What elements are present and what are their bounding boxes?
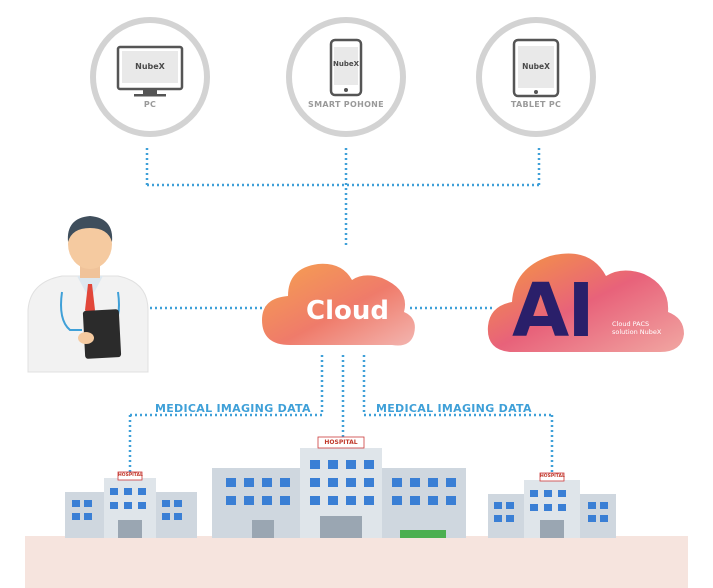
smartphone-label: SMART POHONE	[308, 100, 384, 109]
hospital-left	[65, 471, 197, 538]
device-smartphone	[286, 17, 406, 137]
hospital-sign-center: HOSPITAL	[324, 439, 358, 446]
pc-label: PC	[143, 100, 157, 109]
hospital-sign-right: HOSPITAL	[540, 474, 565, 479]
hospital-center	[212, 436, 466, 538]
ai-caption-line1: Cloud PACS	[612, 320, 650, 328]
hospital-right	[488, 472, 616, 538]
data-flow-right-label: MEDICAL IMAGING DATA	[376, 402, 532, 415]
ai-caption-line2: solution NubeX	[612, 328, 662, 336]
device-pc	[90, 17, 210, 137]
cloud-shape	[262, 263, 415, 346]
ai-cloud-shape	[487, 253, 684, 352]
pc-screen-text: NubeX	[135, 62, 165, 71]
hospital-sign-left: HOSPITAL	[118, 473, 143, 478]
doctor-figure	[27, 216, 149, 373]
connector-lines	[128, 148, 554, 475]
ground-band	[25, 536, 688, 588]
smartphone-screen-text: NubeX	[333, 60, 359, 68]
data-flow-left-label: MEDICAL IMAGING DATA	[155, 402, 311, 415]
ai-logo-text: AI	[512, 268, 595, 354]
tablet-label: TABLET PC	[510, 100, 562, 109]
cloud-label: Cloud	[306, 296, 389, 326]
device-tablet	[476, 17, 596, 137]
tablet-screen-text: NubeX	[522, 62, 550, 71]
